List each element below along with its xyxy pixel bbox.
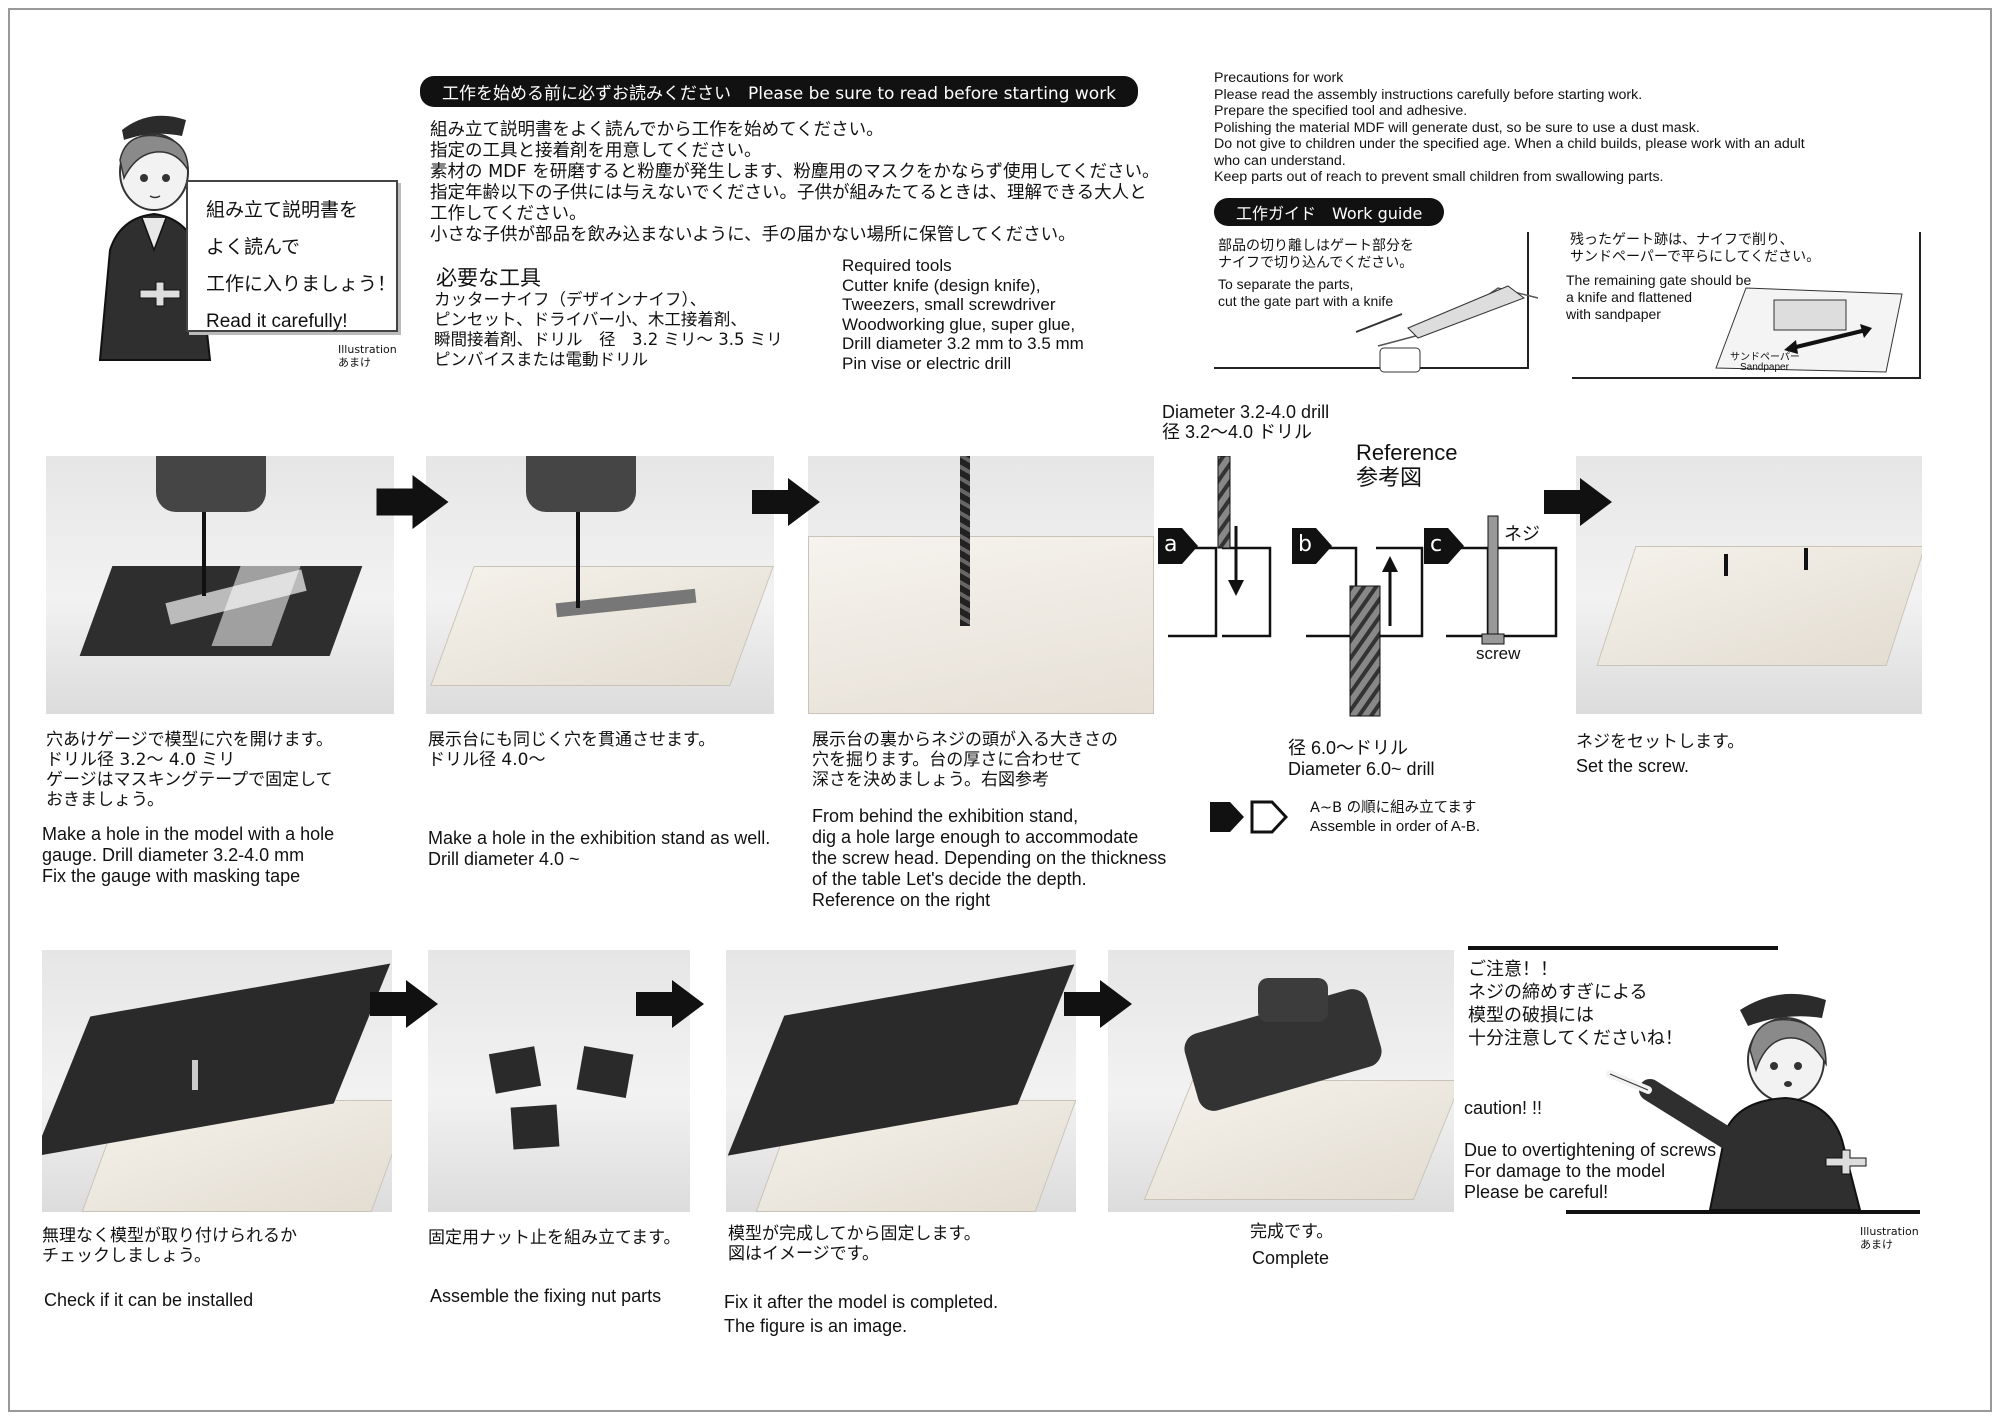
ref-drill-top-label: Diameter 3.2-4.0 drill 径 3.2～4.0 ドリル [1162, 402, 1330, 442]
step3-caption-en: From behind the exhibition stand, dig a … [812, 806, 1167, 910]
reference-diagram [1168, 456, 1558, 717]
step6-caption-jp: 固定用ナット止を組み立てます。 [428, 1228, 681, 1248]
remove-gate-en: The remaining gate should be a knife and… [1566, 272, 1752, 322]
mascot-girl-pointing-illustration [1606, 993, 1867, 1210]
caution-title-en: caution! !! [1464, 1098, 1543, 1118]
work-guide-banner: 工作ガイド Work guide [1214, 198, 1445, 226]
arrow-right-icon [752, 478, 820, 526]
step5-caption-en: Check if it can be installed [44, 1290, 254, 1310]
step3-photo-drill-bit [808, 456, 1154, 714]
ref-drill-bottom-label: 径 6.0～ドリル Diameter 6.0~ drill [1288, 738, 1435, 779]
ref-label-c: c [1424, 528, 1464, 564]
ref-screw-jp: ネジ [1504, 524, 1540, 545]
order-arrows-icon [1210, 800, 1288, 834]
sign-line-4: Read it carefully! [206, 311, 348, 332]
mascot-sign: 組み立て説明書を よく読んで 工作に入りましょう！ Read it carefu… [186, 180, 398, 332]
sign-text: 組み立て説明書を よく読んで 工作に入りましょう！ Read it carefu… [206, 192, 396, 340]
arrow-right-icon [1544, 478, 1612, 526]
arrow-right-icon [376, 475, 449, 529]
cut-gate-jp: 部品の切り離しはゲート部分を ナイフで切り込んでください。 [1218, 238, 1414, 271]
step8-caption-en: Complete [1252, 1248, 1330, 1268]
step2-caption-jp: 展示台にも同じく穴を貫通させます。 ドリル径 4.0～ [428, 730, 716, 770]
remove-gate-jp: 残ったゲート跡は、ナイフで削り、 サンドペーパーで平らにしてください。 [1570, 232, 1821, 265]
caution-bottom-rule [1566, 1210, 1920, 1214]
sanding-illustration [1572, 232, 1921, 379]
ref-order-en: Assemble in order of A-B. [1310, 818, 1481, 835]
tools-title-jp: 必要な工具 [436, 266, 541, 290]
step1-caption-en: Make a hole in the model with a hole gau… [42, 824, 335, 886]
step1-photo-drill-model [46, 456, 394, 714]
step8-caption-jp: 完成です。 [1250, 1222, 1334, 1242]
step7-photo-fix-model [726, 950, 1076, 1212]
illustration-credit-top: Illustration あまけ [338, 343, 397, 369]
cut-gate-en: To separate the parts, cut the gate part… [1218, 276, 1394, 309]
step5-photo-check-fit [42, 950, 392, 1212]
step8-photo-complete-tank [1108, 950, 1454, 1212]
step4-photo-screws-set [1576, 456, 1922, 714]
step7-caption-jp: 模型が完成してから固定します。 図はイメージです。 [728, 1224, 981, 1264]
step4-caption-jp: ネジをセットします。 [1576, 732, 1745, 752]
step3-caption-jp: 展示台の裏からネジの頭が入る大きさの 穴を掘ります。台の厚さに合わせて 深さを決… [812, 730, 1118, 790]
arrow-right-icon [636, 980, 704, 1028]
illustration-credit-bottom: Illustration あまけ [1860, 1225, 1919, 1251]
step2-caption-en: Make a hole in the exhibition stand as w… [428, 828, 771, 869]
jp-precautions: 組み立て説明書をよく読んでから工作を始めてください。 指定の工具と接着剤を用意し… [430, 120, 1160, 245]
step6-caption-en: Assemble the fixing nut parts [430, 1286, 662, 1306]
arrow-right-icon [370, 980, 438, 1028]
caution-top-rule [1468, 946, 1778, 950]
arrow-right-icon [1064, 980, 1132, 1028]
ref-title: Reference 参考図 [1356, 440, 1458, 490]
knife-cut-illustration [1214, 232, 1539, 373]
sign-line-2: よく読んで [206, 236, 301, 258]
sandpaper-label-en: Sandpaper [1740, 362, 1789, 373]
step5-caption-jp: 無理なく模型が取り付けられるか チェックしましょう。 [42, 1226, 297, 1266]
ref-order-jp: A~B の順に組み立てます [1310, 800, 1477, 816]
caution-jp: ご注意！！ ネジの締めすぎによる 模型の破損には 十分注意してくださいね！ [1468, 959, 1683, 1049]
sign-line-3: 工作に入りましょう！ [206, 273, 397, 295]
read-before-work-banner: 工作を始める前に必ずお読みください Please be sure to read… [420, 76, 1139, 107]
precautions-en: Precautions for work Please read the ass… [1214, 70, 1805, 185]
sandpaper-label-jp: サンドペーパー [1730, 352, 1800, 363]
step1-caption-jp: 穴あけゲージで模型に穴を開けます。 ドリル径 3.2～ 4.0 ミリ ゲージはマ… [46, 730, 333, 810]
step7-caption-en: Fix it after the model is completed. The… [724, 1292, 999, 1336]
sign-line-1: 組み立て説明書を [206, 199, 359, 221]
work-guide-sand-panel: 残ったゲート跡は、ナイフで削り、 サンドペーパーで平らにしてください。 The … [1566, 228, 1926, 380]
step2-photo-drill-stand [426, 456, 774, 714]
step4-caption-en: Set the screw. [1576, 756, 1690, 776]
caution-en: Due to overtightening of screws For dama… [1464, 1140, 1717, 1202]
tools-list-jp: カッターナイフ（デザインナイフ）、 ピンセット、ドライバー小、木工接着剤、 瞬間… [434, 290, 783, 369]
tools-list-en: Required tools Cutter knife (design knif… [842, 256, 1084, 373]
work-guide-cut-panel: 部品の切り離しはゲート部分を ナイフで切り込んでください。 To separat… [1208, 228, 1540, 380]
ref-screw-en: screw [1476, 644, 1521, 663]
